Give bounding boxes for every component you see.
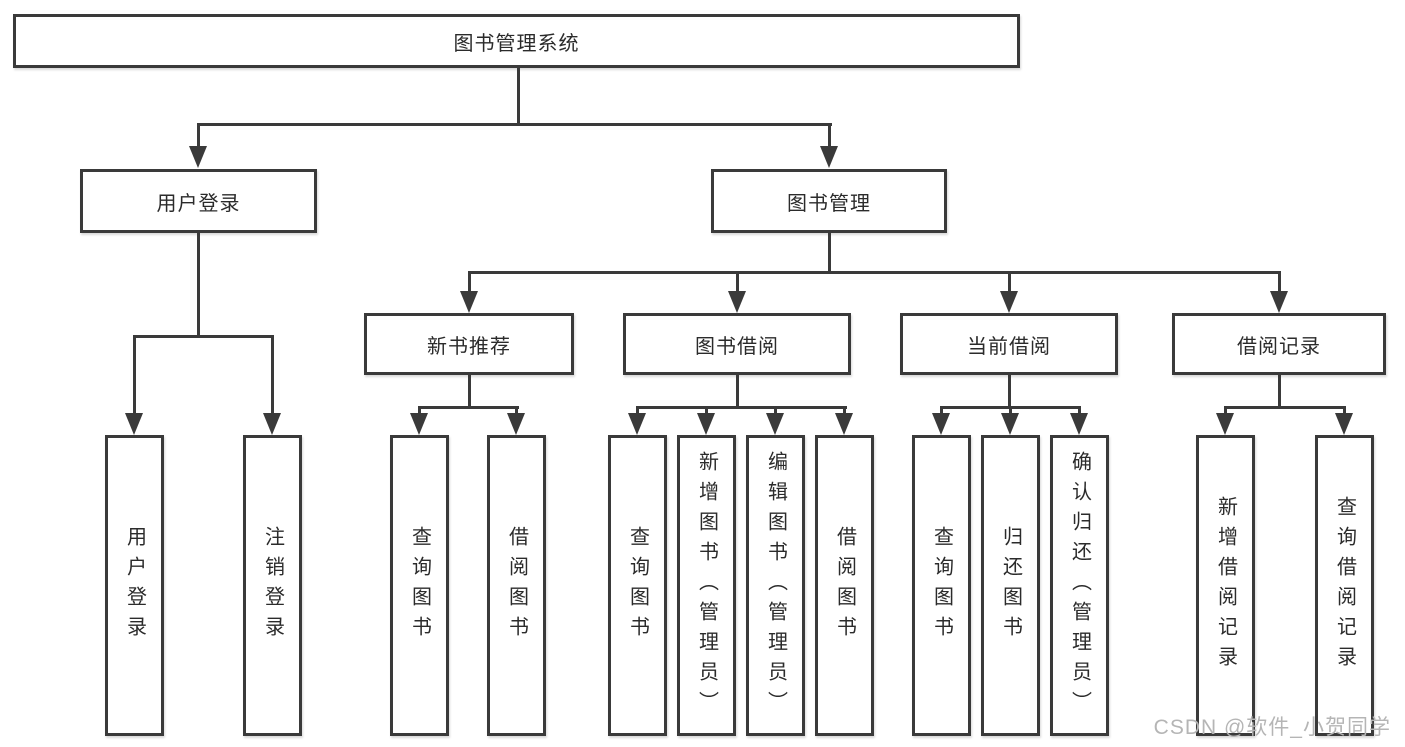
leaf-query-borrow-record: 查询借阅记录: [1315, 435, 1374, 736]
connector-drop-leaf: [515, 406, 518, 415]
node-user-login: 用户登录: [80, 169, 317, 233]
connector-drop-group: [468, 271, 471, 293]
arrow-down-icon: [697, 413, 715, 435]
leaf-borrow-books: 借阅图书: [815, 435, 874, 736]
connector-drop-leaf: [1009, 406, 1012, 415]
connector-group-bar: [1224, 406, 1345, 409]
node-borrow-records-label: 借阅记录: [1237, 335, 1321, 358]
connector-group-trunk: [1278, 375, 1281, 408]
arrow-down-icon: [835, 413, 853, 435]
leaf-label: 用户登录: [123, 525, 146, 646]
watermark-text: CSDN @软件_小贺同学: [1153, 716, 1391, 739]
leaf-return-books: 归还图书: [981, 435, 1040, 736]
connector-group-bar: [636, 406, 847, 409]
connector-drop-leaf: [774, 406, 777, 415]
leaf-label: 借阅图书: [505, 525, 528, 646]
arrow-down-icon: [507, 413, 525, 435]
leaf-label: 借阅图书: [833, 525, 856, 646]
node-borrow-records: 借阅记录: [1172, 313, 1386, 375]
leaf-label: 查询图书: [408, 525, 431, 646]
arrow-down-icon: [1335, 413, 1353, 435]
arrow-down-icon: [460, 291, 478, 313]
connector-drop-leaf: [271, 335, 274, 413]
connector-drop-leaf: [133, 335, 136, 413]
node-new-book-recommend-label: 新书推荐: [427, 335, 511, 358]
leaf-confirm-return-admin: 确认归还（管理员）: [1050, 435, 1109, 736]
connector-user-login-trunk: [197, 233, 200, 337]
arrow-down-icon: [820, 146, 838, 168]
node-current-borrow-label: 当前借阅: [967, 335, 1051, 358]
connector-group-trunk: [1008, 375, 1011, 408]
arrow-down-icon: [728, 291, 746, 313]
connector-drop-group: [736, 271, 739, 293]
connector-drop-leaf: [705, 406, 708, 415]
connector-drop-leaf: [1343, 406, 1346, 415]
leaf-label: 确认归还（管理员）: [1068, 450, 1091, 721]
leaf-label: 查询借阅记录: [1333, 495, 1356, 676]
connector-drop-leaf: [418, 406, 421, 415]
connector-group-trunk: [736, 375, 739, 408]
arrow-down-icon: [263, 413, 281, 435]
connector-level3-bar: [468, 271, 1281, 274]
connector-root-trunk: [517, 68, 520, 125]
node-root: 图书管理系统: [13, 14, 1020, 68]
leaf-query-books-current: 查询图书: [912, 435, 971, 736]
leaf-label: 查询图书: [930, 525, 953, 646]
node-root-label: 图书管理系统: [453, 32, 580, 55]
node-book-borrow: 图书借阅: [623, 313, 851, 375]
leaf-label: 编辑图书（管理员）: [764, 450, 787, 721]
arrow-down-icon: [628, 413, 646, 435]
node-current-borrow: 当前借阅: [900, 313, 1118, 375]
leaf-query-books-borrow: 查询图书: [608, 435, 667, 736]
arrow-down-icon: [766, 413, 784, 435]
connector-drop-leaf: [843, 406, 846, 415]
leaf-label: 注销登录: [261, 525, 284, 646]
leaf-label: 查询图书: [626, 525, 649, 646]
connector-drop-leaf: [1078, 406, 1081, 415]
node-book-management: 图书管理: [711, 169, 947, 233]
leaf-logout: 注销登录: [243, 435, 302, 736]
arrow-down-icon: [189, 146, 207, 168]
leaf-add-books-admin: 新增图书（管理员）: [677, 435, 736, 736]
arrow-down-icon: [1070, 413, 1088, 435]
node-book-management-label: 图书管理: [787, 192, 871, 215]
connector-drop-user-login: [197, 123, 200, 147]
connector-drop-leaf: [1224, 406, 1227, 415]
connector-drop-group: [1278, 271, 1281, 293]
connector-drop-leaf: [940, 406, 943, 415]
arrow-down-icon: [932, 413, 950, 435]
leaf-edit-books-admin: 编辑图书（管理员）: [746, 435, 805, 736]
leaf-label: 新增借阅记录: [1214, 495, 1237, 676]
connector-drop-group: [1008, 271, 1011, 293]
leaf-query-books-recommend: 查询图书: [390, 435, 449, 736]
arrow-down-icon: [1216, 413, 1234, 435]
leaf-user-login: 用户登录: [105, 435, 164, 736]
arrow-down-icon: [1270, 291, 1288, 313]
arrow-down-icon: [1000, 291, 1018, 313]
connector-group-bar: [418, 406, 519, 409]
arrow-down-icon: [1001, 413, 1019, 435]
leaf-add-borrow-record: 新增借阅记录: [1196, 435, 1255, 736]
arrow-down-icon: [410, 413, 428, 435]
leaf-borrow-books-recommend: 借阅图书: [487, 435, 546, 736]
connector-drop-book-management: [828, 123, 831, 147]
connector-book-management-trunk: [828, 233, 831, 273]
leaf-label: 新增图书（管理员）: [695, 450, 718, 721]
connector-group-trunk: [468, 375, 471, 408]
connector-user-login-bar: [133, 335, 274, 338]
arrow-down-icon: [125, 413, 143, 435]
leaf-label: 归还图书: [999, 525, 1022, 646]
node-new-book-recommend: 新书推荐: [364, 313, 574, 375]
connector-level1-bar: [197, 123, 832, 126]
connector-drop-leaf: [636, 406, 639, 415]
node-book-borrow-label: 图书借阅: [695, 335, 779, 358]
node-user-login-label: 用户登录: [156, 192, 241, 215]
